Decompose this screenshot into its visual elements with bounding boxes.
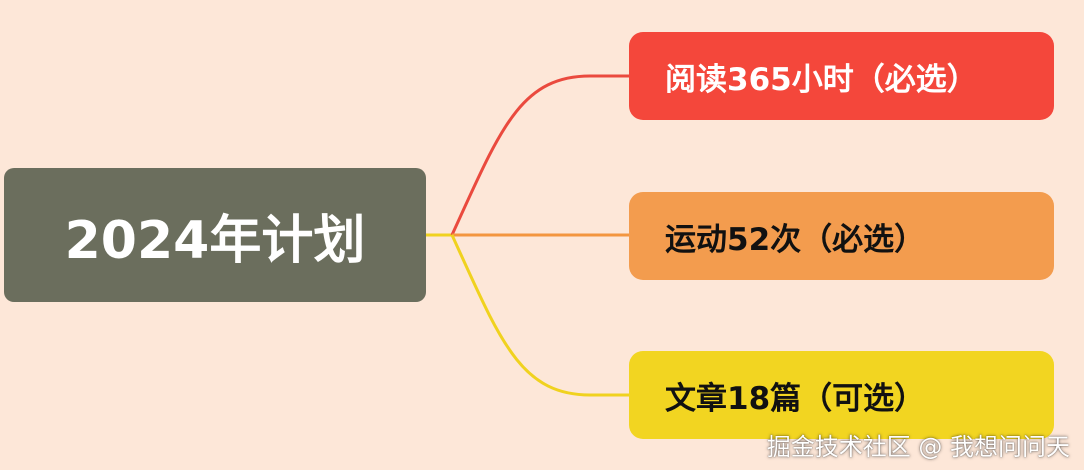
watermark-text: 掘金技术社区 @ 我想问问天 bbox=[766, 433, 1070, 461]
branch-node-label: 阅读365小时（必选） bbox=[665, 61, 978, 98]
root-node-label: 2024年计划 bbox=[64, 210, 366, 271]
branch-node-label: 运动52次（必选） bbox=[665, 221, 926, 258]
root-node[interactable]: 2024年计划 bbox=[4, 168, 426, 302]
branch-node-reading[interactable]: 阅读365小时（必选） bbox=[629, 32, 1054, 120]
connector-branch-1 bbox=[450, 74, 630, 236]
branch-node-articles[interactable]: 文章18篇（可选） bbox=[629, 351, 1054, 439]
connector-branch-3 bbox=[450, 234, 630, 397]
branch-node-label: 文章18篇（可选） bbox=[665, 380, 926, 417]
branch-node-exercise[interactable]: 运动52次（必选） bbox=[629, 192, 1054, 280]
